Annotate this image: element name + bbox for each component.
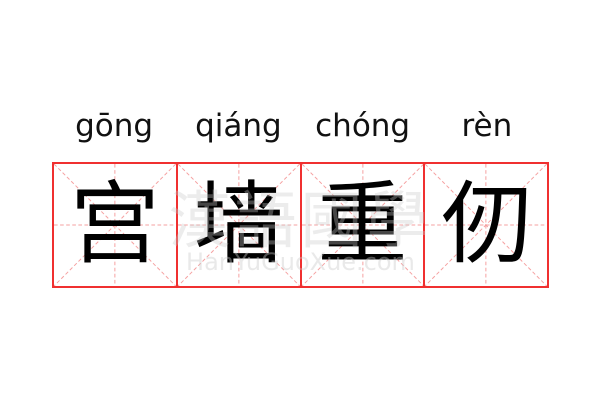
character-cell: 墙	[177, 164, 302, 286]
pinyin-4: rèn	[461, 108, 513, 144]
pinyin-1: gōng	[75, 108, 154, 144]
tianzige-guides	[177, 164, 300, 286]
tianzige-guides	[54, 164, 176, 286]
character-4: 仞	[441, 172, 532, 277]
tianzige-guides	[425, 164, 547, 286]
pinyin-row: gōng qiáng chóng rèn	[52, 106, 549, 146]
character-grid: 宫 墙 重 仞	[52, 162, 549, 288]
character-1: 宫	[69, 172, 160, 277]
pinyin-3: chóng	[315, 108, 411, 144]
character-3: 重	[317, 172, 408, 277]
tianzige-guides	[301, 164, 424, 286]
character-cell: 重	[301, 164, 426, 286]
character-cell: 仞	[425, 164, 547, 286]
character-cell: 宫	[54, 164, 178, 286]
character-2: 墙	[193, 172, 284, 277]
pinyin-2: qiáng	[195, 108, 282, 144]
